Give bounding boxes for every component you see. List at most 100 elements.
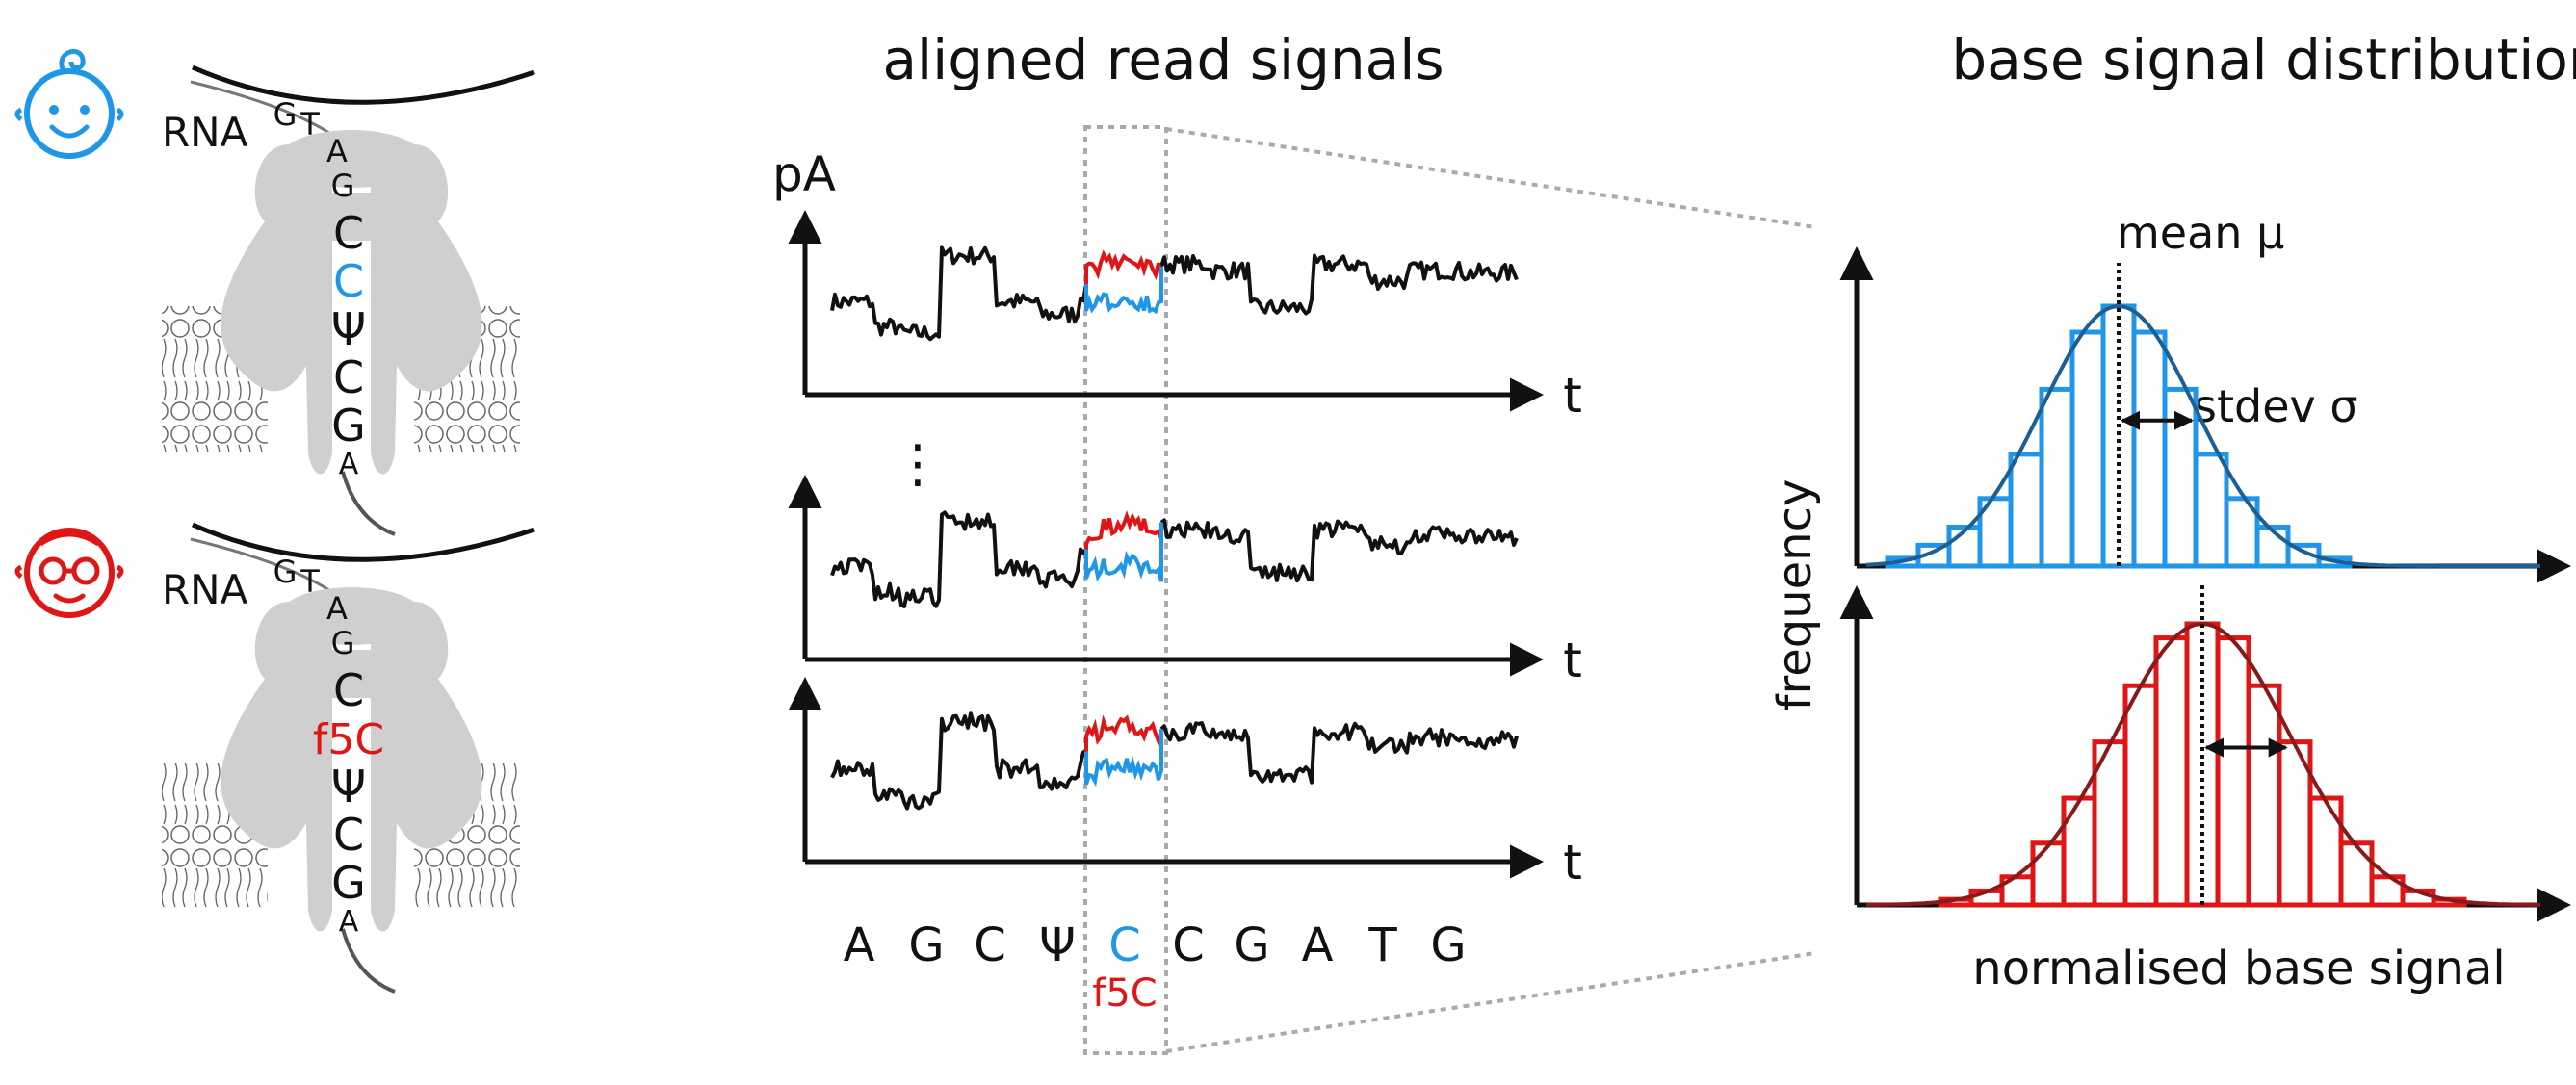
right-panel-title: base signal distribution xyxy=(1951,27,2576,92)
base-large: f5C xyxy=(313,715,384,764)
rna-exit xyxy=(341,928,396,994)
x-axis-label-normalised: normalised base signal xyxy=(1972,942,2505,995)
signal-plot: t xyxy=(788,677,1582,891)
pore-cap xyxy=(279,130,424,188)
histogram-bar xyxy=(2039,386,2075,569)
signal-trace-left xyxy=(830,711,1087,811)
histogram-bar xyxy=(2122,683,2159,908)
histogram-bar xyxy=(2030,840,2067,908)
histogram-bar xyxy=(2193,452,2229,569)
histogram-bar xyxy=(2069,329,2106,569)
sequence-base: G xyxy=(908,918,944,972)
signal-plot: t xyxy=(788,210,1582,424)
x-axis-label-t: t xyxy=(1563,633,1582,688)
base-small: T xyxy=(299,106,320,142)
base-small: G xyxy=(273,96,298,133)
y-axis-label-frequency: frequency xyxy=(1768,479,1822,711)
elderly-face-icon xyxy=(14,528,124,618)
signal-trace-right xyxy=(1159,518,1519,583)
base-large: C xyxy=(333,351,364,403)
rna-strand-inner xyxy=(190,80,333,137)
x-axis-label-t: t xyxy=(1563,835,1582,891)
signal-plots: t t t xyxy=(788,210,1582,891)
histogram xyxy=(1839,581,2571,922)
base-tail: A xyxy=(339,448,359,481)
rna-label: RNA xyxy=(162,109,248,156)
base-small: G xyxy=(273,554,298,590)
rna-strand xyxy=(191,65,535,105)
signal-unmodified-blue xyxy=(1084,266,1163,315)
histogram-bar xyxy=(2338,840,2375,908)
rna-exit xyxy=(341,471,396,536)
sequence-base-modified: f5C xyxy=(1092,971,1157,1016)
pore-protein xyxy=(221,144,482,475)
signal-trace-left xyxy=(830,245,1088,342)
base-small: A xyxy=(326,590,348,627)
histogram-bar xyxy=(2307,795,2344,908)
signal-unmodified-blue xyxy=(1084,729,1163,788)
histogram-bar xyxy=(2215,635,2251,908)
histogram-bar xyxy=(2008,452,2044,569)
base-large: G xyxy=(331,857,366,909)
zoom-line-top xyxy=(1165,127,1816,229)
sequence-base: G xyxy=(1234,918,1269,972)
histogram-bar xyxy=(2162,386,2199,569)
base-small: T xyxy=(299,563,320,600)
base-tail: A xyxy=(339,905,359,939)
signal-plot: t xyxy=(788,475,1582,688)
mean-label: mean μ xyxy=(2117,207,2284,259)
normal-curve xyxy=(1865,304,2540,568)
histogram xyxy=(1839,246,2571,583)
rna-strand-inner xyxy=(190,537,333,594)
stdev-label: stdev σ xyxy=(2194,380,2358,432)
base-large: Ψ xyxy=(331,303,366,355)
signal-unmodified-blue xyxy=(1084,522,1163,582)
signal-trace-left xyxy=(830,510,1088,608)
histograms xyxy=(1839,246,2571,922)
base-large: C xyxy=(333,207,364,259)
sequence-base: A xyxy=(844,918,875,972)
signal-modified-red xyxy=(1084,510,1163,550)
base-large: G xyxy=(331,400,366,452)
base-large: C xyxy=(333,809,364,861)
sequence-base: C xyxy=(1172,918,1205,972)
pore-cap xyxy=(279,587,424,645)
sequence-base: G xyxy=(1430,918,1466,972)
base-large: C xyxy=(333,664,364,716)
x-axis-label-t: t xyxy=(1563,368,1582,424)
rna-label: RNA xyxy=(162,566,248,613)
signal-trace-right xyxy=(1159,253,1519,316)
histogram-bar xyxy=(2246,683,2282,908)
signal-modified-red xyxy=(1084,249,1163,285)
base-large: C xyxy=(333,255,364,307)
sequence-base: A xyxy=(1302,918,1334,972)
base-small: A xyxy=(326,133,348,169)
ellipsis: ⋮ xyxy=(892,433,944,494)
signal-trace-right xyxy=(1159,721,1519,785)
zoom-line-bottom xyxy=(1165,951,1816,1053)
sequence-base: C xyxy=(974,918,1006,972)
rna-strand xyxy=(191,522,535,562)
histogram-bar xyxy=(2153,635,2190,908)
baby-face-icon xyxy=(14,49,124,159)
sequence-base: Ψ xyxy=(1039,918,1076,972)
highlight-window xyxy=(1083,125,1168,1055)
signal-modified-red xyxy=(1084,714,1163,752)
y-axis-label-pA: pA xyxy=(772,146,836,202)
histogram-bar xyxy=(2131,329,2168,569)
histogram-bar xyxy=(2061,795,2097,908)
base-small: G xyxy=(331,168,355,204)
middle-panel-title: aligned read signals xyxy=(882,27,1444,92)
sequence-base: T xyxy=(1367,918,1397,972)
sequence-base: C xyxy=(1108,918,1141,972)
base-small: G xyxy=(331,625,355,661)
base-large: Ψ xyxy=(331,761,366,813)
right-panel: base signal distribution frequency norma… xyxy=(1768,27,2576,995)
